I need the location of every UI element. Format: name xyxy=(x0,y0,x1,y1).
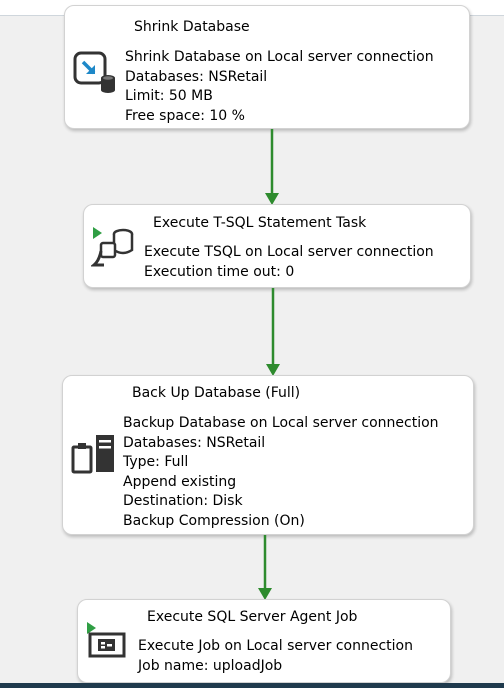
tsql-task-icon xyxy=(91,227,134,267)
detail-line: Limit: 50 MB xyxy=(125,88,213,104)
detail-line: Free space: 10 % xyxy=(125,107,245,124)
detail-line: Execution time out: 0 xyxy=(144,263,295,280)
detail-line: Databases: NSRetail xyxy=(123,434,266,451)
task-title: Back Up Database (Full) xyxy=(132,385,301,401)
status-bar xyxy=(0,683,504,688)
task-details: Backup Database on Local server connecti… xyxy=(123,414,439,531)
precedence-connector[interactable] xyxy=(255,535,275,601)
task-title: Shrink Database xyxy=(134,19,250,35)
agent-job-icon xyxy=(87,622,126,658)
task-details: Execute Job on Local server connection J… xyxy=(138,637,413,676)
precedence-connector[interactable] xyxy=(263,288,283,377)
detail-line: Append existing xyxy=(123,473,237,490)
shrink-database-icon xyxy=(73,51,115,93)
detail-line: Execute Job on Local server connection xyxy=(138,638,413,654)
execute-tsql-task[interactable]: Execute T-SQL Statement Task Execute TSQ… xyxy=(83,204,471,288)
task-details: Execute TSQL on Local server connection … xyxy=(144,243,434,282)
task-title: Execute SQL Server Agent Job xyxy=(147,609,358,625)
detail-line: Backup Database on Local server connecti… xyxy=(123,415,439,431)
backup-database-icon xyxy=(71,435,114,474)
detail-line: Destination: Disk xyxy=(123,493,243,509)
precedence-connector[interactable] xyxy=(262,129,282,206)
task-title: Execute T-SQL Statement Task xyxy=(153,215,367,231)
detail-line: Execute TSQL on Local server connection xyxy=(144,244,434,260)
detail-line: Shrink Database on Local server connecti… xyxy=(125,49,434,65)
detail-line: Job name: uploadJob xyxy=(138,657,283,674)
execute-agent-job-task[interactable]: Execute SQL Server Agent Job Execute Job… xyxy=(77,599,451,683)
backup-database-task[interactable]: Back Up Database (Full) Backup Database … xyxy=(62,375,474,535)
detail-line: Backup Compression (On) xyxy=(123,512,305,529)
task-details: Shrink Database on Local server connecti… xyxy=(125,48,434,126)
detail-line: Databases: NSRetail xyxy=(125,68,268,85)
detail-line: Type: Full xyxy=(123,454,189,470)
shrink-database-task[interactable]: Shrink Database Shrink Database on Local… xyxy=(64,5,470,129)
